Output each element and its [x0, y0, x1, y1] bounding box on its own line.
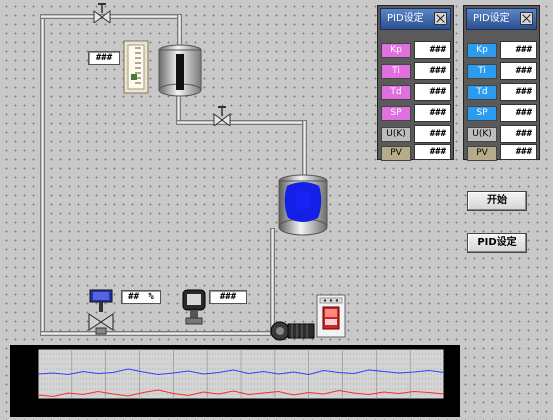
pid2-row-uk: U(K) ###: [466, 124, 537, 144]
pid1-ti-label: Ti: [381, 64, 411, 79]
pid-panel-2-title: PID设定: [473, 13, 510, 24]
trend-chart-svg: 100.0 050.0 000.0 mm:ss mm:ss: [11, 347, 445, 415]
pump-icon[interactable]: [270, 320, 316, 342]
inverter-cabinet-icon[interactable]: [316, 294, 346, 338]
pid2-row-td: Td ###: [466, 82, 537, 102]
trend-series-line-1: [37, 389, 445, 398]
lower-tank: [278, 174, 328, 236]
pid1-row-td: Td ###: [380, 82, 451, 102]
pid2-kp-label: Kp: [467, 43, 497, 58]
pid2-uk-label: U(K): [467, 127, 497, 142]
pid1-sp-input[interactable]: ###: [414, 104, 451, 122]
x-tick-start: mm:ss: [24, 405, 57, 415]
pipe-bottom: [40, 331, 280, 336]
transmitter-value: ###: [209, 290, 247, 304]
pid2-pv-value: ###: [500, 144, 537, 160]
rotameter-icon: [123, 40, 149, 94]
trend-series-line-0: [37, 368, 445, 376]
pipe-to-tank2: [302, 120, 307, 180]
pid1-pv-value: ###: [414, 144, 451, 160]
upper-tank: [158, 44, 202, 97]
trend-lines: [37, 368, 445, 398]
pid2-uk-value: ###: [500, 125, 537, 143]
pid1-uk-label: U(K): [381, 127, 411, 142]
close-icon[interactable]: [520, 12, 533, 25]
hand-valve-mid[interactable]: [213, 106, 231, 126]
pid1-sp-label: SP: [381, 106, 411, 121]
transmitter-icon: [182, 289, 206, 325]
trend-chart: 100.0 050.0 000.0 mm:ss mm:ss: [10, 345, 460, 417]
pid1-row-sp: SP ###: [380, 103, 451, 123]
pid1-pv-label: PV: [381, 146, 411, 161]
pid2-ti-input[interactable]: ###: [500, 62, 537, 80]
pid-panel-1-title: PID设定: [387, 13, 424, 24]
pid1-row-ti: Ti ###: [380, 61, 451, 81]
pid1-kp-input[interactable]: ###: [414, 41, 451, 59]
pid2-row-sp: SP ###: [466, 103, 537, 123]
pipe-left-riser: [40, 16, 45, 336]
pid2-pv-label: PV: [467, 146, 497, 161]
pid2-row-kp: Kp ###: [466, 40, 537, 60]
pid1-ti-input[interactable]: ###: [414, 62, 451, 80]
pid1-row-kp: Kp ###: [380, 40, 451, 60]
pid-panel-2: PID设定 Kp ### Ti ### Td ### SP ### U(K) #…: [463, 5, 540, 163]
pid-panel-1: PID设定 Kp ### Ti ### Td ### SP ### U(K) #…: [377, 5, 454, 163]
pid1-uk-value: ###: [414, 125, 451, 143]
pipe-top: [40, 14, 182, 19]
pid2-ti-label: Ti: [467, 64, 497, 79]
y-tick-100: 100.0: [11, 347, 38, 357]
valve-opening-display: ## %: [121, 290, 161, 304]
pid1-td-input[interactable]: ###: [414, 83, 451, 101]
pipe-mid: [176, 120, 307, 125]
x-tick-mid: mm:ss: [226, 405, 259, 415]
pid1-row-uk: U(K) ###: [380, 124, 451, 144]
pid2-td-input[interactable]: ###: [500, 83, 537, 101]
pid2-row-pv: PV ###: [466, 143, 537, 163]
pid1-td-label: Td: [381, 85, 411, 100]
pid2-row-ti: Ti ###: [466, 61, 537, 81]
start-button[interactable]: 开始: [467, 191, 527, 211]
pid2-sp-label: SP: [467, 106, 497, 121]
hand-valve-top[interactable]: [93, 3, 111, 23]
pid2-sp-input[interactable]: ###: [500, 104, 537, 122]
flow-meter-value: ###: [88, 51, 120, 65]
pid-panel-1-title-bar: PID设定: [380, 8, 451, 30]
y-tick-50: 050.0: [11, 369, 38, 379]
pid1-kp-label: Kp: [381, 43, 411, 58]
pid-settings-button[interactable]: PID设定: [467, 233, 527, 253]
pid-panel-2-title-bar: PID设定: [466, 8, 537, 30]
trend-grid: [38, 349, 444, 399]
y-tick-0: 000.0: [11, 392, 38, 402]
close-icon[interactable]: [434, 12, 447, 25]
valve-opening-unit: %: [148, 292, 154, 302]
control-valve-icon[interactable]: [87, 288, 115, 336]
pid1-row-pv: PV ###: [380, 143, 451, 163]
pid2-kp-input[interactable]: ###: [500, 41, 537, 59]
valve-opening-value: ##: [128, 292, 139, 302]
pid2-td-label: Td: [467, 85, 497, 100]
